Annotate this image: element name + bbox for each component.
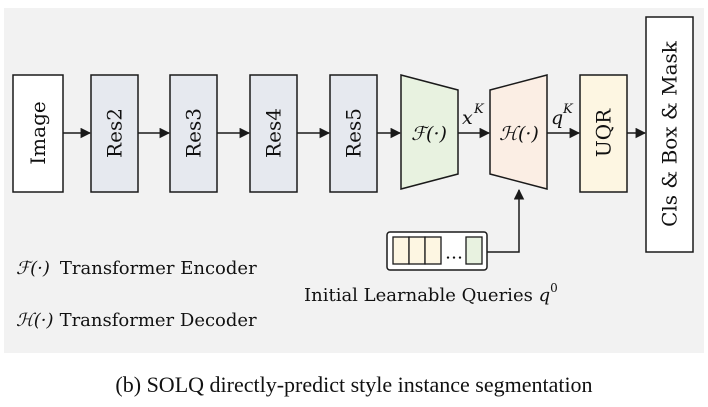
decoder-label: ℋ(·)	[499, 123, 539, 145]
svg-text:x: x	[462, 107, 473, 129]
res4-label: Res4	[262, 108, 286, 158]
image-node: Image	[12, 74, 64, 193]
legend-encoder-symbol: ℱ(·)	[16, 258, 50, 279]
xk-label: x K	[462, 102, 485, 129]
legend: ℱ(·) Transformer Encoder ℋ(·) Transformer …	[16, 258, 257, 331]
res5-node: Res5	[329, 74, 378, 193]
query-token	[424, 236, 442, 265]
legend-decoder-text: Transformer Decoder	[60, 310, 257, 331]
encoder-node: ℱ(·)	[400, 74, 459, 190]
query-token	[408, 236, 426, 265]
queries-label-sup: 0	[550, 281, 558, 295]
query-token	[465, 236, 483, 265]
output-label: Cls & Box & Mask	[658, 40, 682, 227]
legend-encoder-text: Transformer Encoder	[60, 258, 257, 279]
res4-node: Res4	[249, 74, 298, 193]
output-node: Cls & Box & Mask	[645, 16, 694, 253]
queries-label-text: Initial Learnable Queries	[304, 285, 539, 306]
xk-sup: K	[473, 102, 485, 117]
legend-decoder: ℋ(·) Transformer Decoder	[16, 310, 257, 331]
qk-sup: K	[562, 102, 574, 117]
queries-label-var: q	[539, 285, 551, 306]
res2-node: Res2	[90, 74, 139, 193]
xk-base: x	[462, 107, 473, 129]
query-token	[392, 236, 410, 265]
figure-caption: (b) SOLQ directly-predict style instance…	[115, 372, 593, 397]
qk-label: q K	[551, 102, 574, 129]
qk-base: q	[551, 107, 563, 129]
decoder-node: ℋ(·)	[489, 74, 548, 190]
res3-node: Res3	[169, 74, 218, 193]
legend-encoder: ℱ(·) Transformer Encoder	[16, 258, 257, 279]
solq-diagram: Image Res2 Res3 Res4 Res5 ℱ(·)	[4, 8, 704, 353]
uqr-label: UQR	[592, 108, 616, 157]
query-ellipsis: …	[445, 243, 463, 264]
legend-decoder-symbol: ℋ(·)	[16, 310, 54, 331]
arrow-queries-decoder	[487, 188, 525, 253]
query-tokens: …	[386, 231, 488, 271]
res2-label: Res2	[103, 108, 127, 158]
res3-label: Res3	[182, 108, 206, 158]
encoder-label: ℱ(·)	[411, 123, 447, 145]
queries-label: Initial Learnable Queries q0	[304, 281, 558, 306]
pipeline-arrows	[63, 127, 647, 253]
image-label: Image	[26, 101, 50, 164]
uqr-node: UQR	[579, 74, 628, 193]
res5-label: Res5	[342, 108, 366, 158]
